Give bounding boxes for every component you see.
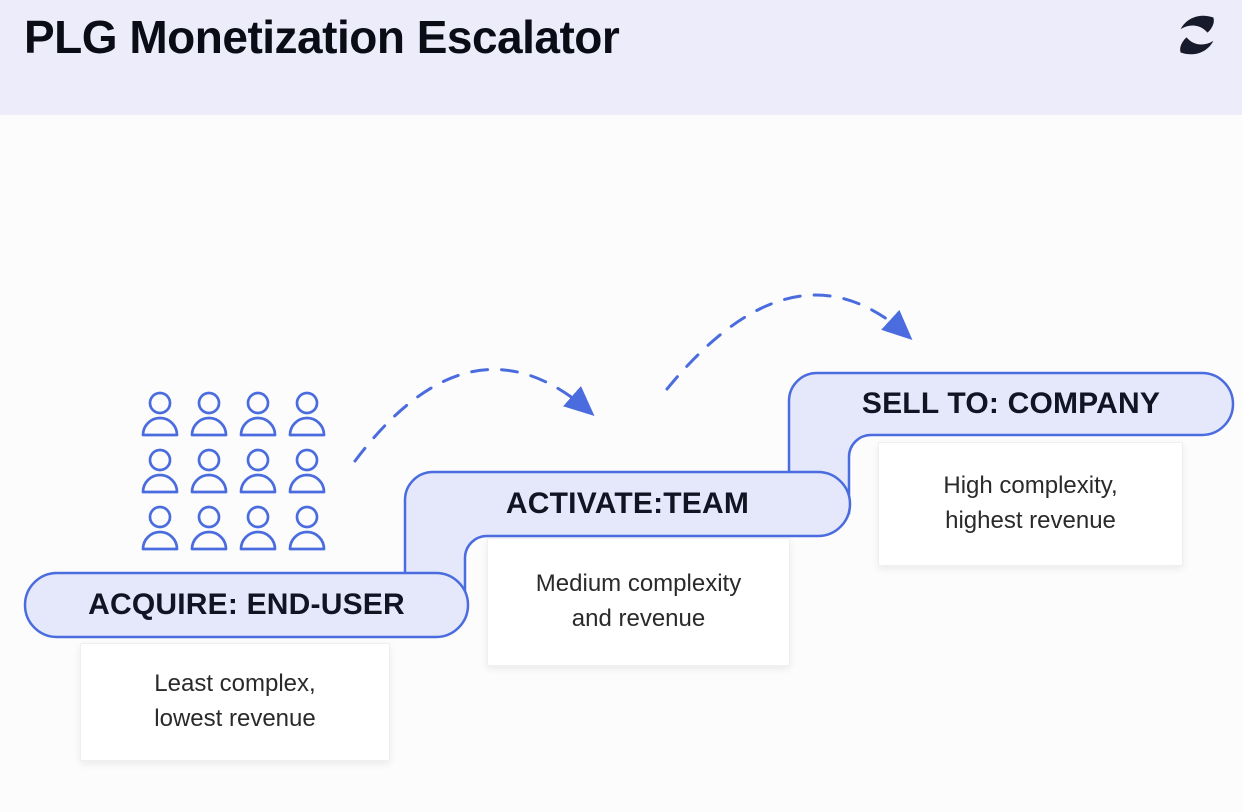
person-icon [288, 448, 326, 494]
step-description-card-activate: Medium complexity and revenue [487, 538, 790, 666]
person-icon [239, 391, 277, 437]
step-label-sell: SELL TO: COMPANY [861, 387, 1161, 420]
step-label-acquire: ACQUIRE: END-USER [88, 588, 405, 621]
arrow-users-to-activate-icon [353, 368, 595, 463]
step-description-card-sell: High complexity, highest revenue [878, 442, 1183, 566]
person-icon [239, 505, 277, 551]
person-icon [190, 391, 228, 437]
person-icon [190, 505, 228, 551]
users-grid [140, 391, 336, 562]
page-title: PLG Monetization Escalator [24, 11, 620, 63]
person-icon [190, 448, 228, 494]
slide-header: PLG Monetization Escalator [0, 0, 1242, 115]
reforge-logo-icon [1180, 15, 1214, 55]
person-icon [141, 391, 179, 437]
person-icon [141, 505, 179, 551]
person-icon [288, 505, 326, 551]
step-description-card-acquire: Least complex, lowest revenue [80, 643, 390, 761]
escalator-diagram: Least complex, lowest revenue Medium com… [0, 115, 1242, 761]
logo-crescent-top [1180, 15, 1214, 33]
step-label-activate: ACTIVATE:TEAM [505, 487, 750, 520]
person-icon [288, 391, 326, 437]
logo-crescent-bottom [1180, 37, 1214, 55]
person-icon [141, 448, 179, 494]
person-icon [239, 448, 277, 494]
